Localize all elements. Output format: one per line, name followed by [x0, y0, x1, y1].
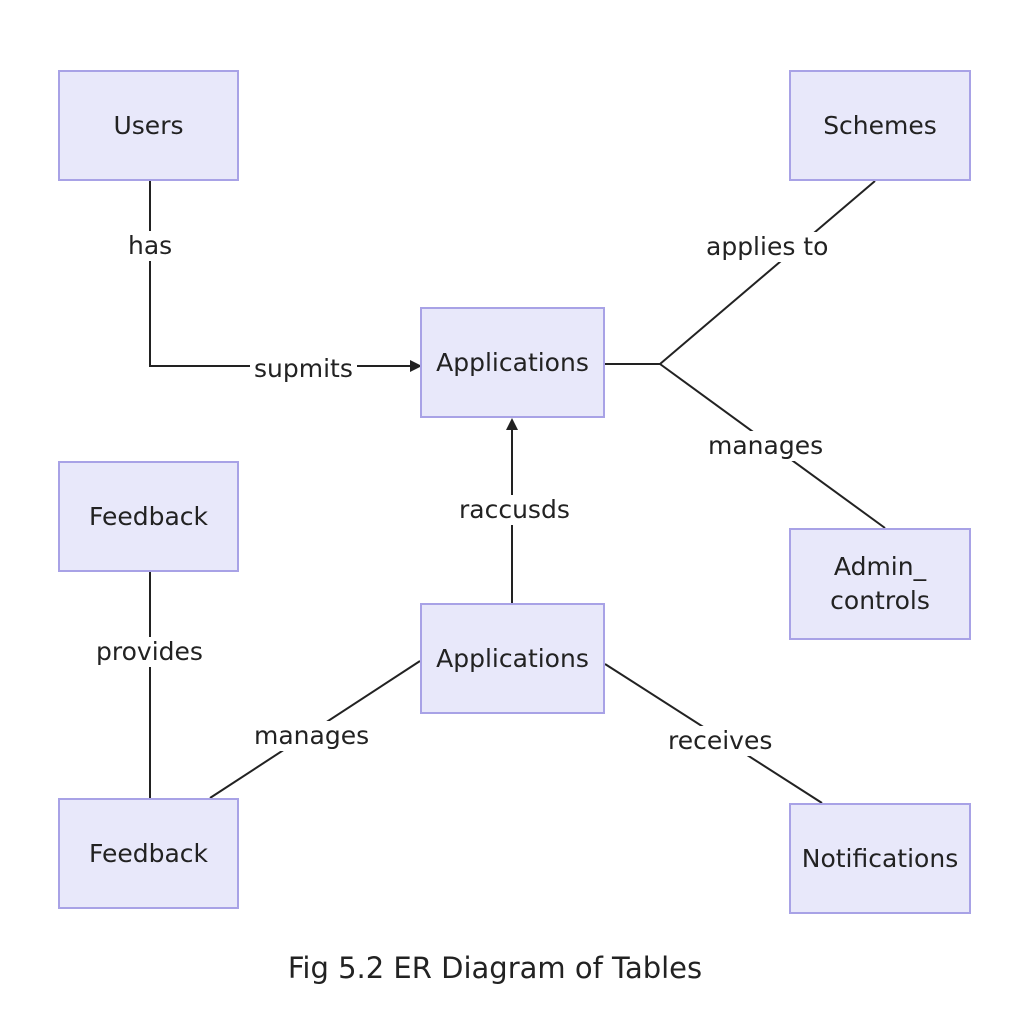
entity-applications-top: Applications: [420, 307, 605, 418]
connector-junction-schemes: [659, 180, 876, 365]
entity-feedback-top-label: Feedback: [88, 501, 209, 531]
relationship-label-manages-left: manages: [250, 721, 374, 751]
entity-applications-bottom: Applications: [420, 603, 605, 714]
connector-users-applications: [149, 181, 422, 372]
entity-feedback-top: Feedback: [58, 461, 239, 572]
entity-schemes: Schemes: [789, 70, 971, 181]
relationship-label-applies-to: applies to: [702, 232, 833, 262]
entity-feedback-bottom-label: Feedback: [88, 838, 209, 868]
figure-caption: Fig 5.2 ER Diagram of Tables: [287, 951, 703, 985]
entity-users-label: Users: [113, 110, 184, 140]
entity-admin-controls-label: Admin_ controls: [830, 552, 930, 615]
entity-applications-bottom-label: Applications: [436, 643, 589, 673]
relationship-label-raccusds: raccusds: [455, 495, 574, 525]
relationship-label-provides: provides: [92, 637, 207, 667]
entity-users: Users: [58, 70, 239, 181]
entity-feedback-bottom: Feedback: [58, 798, 239, 909]
relationship-label-receives: receives: [664, 726, 777, 756]
relationship-label-has: has: [124, 231, 177, 261]
relationship-label-supmits: supmits: [250, 354, 357, 384]
relationship-label-manages-right: manages: [704, 431, 828, 461]
entity-applications-top-label: Applications: [436, 347, 589, 377]
entity-notifications: Notifications: [789, 803, 971, 914]
entity-notifications-label: Notifications: [801, 843, 959, 873]
entity-admin-controls: Admin_ controls: [789, 528, 971, 640]
entity-schemes-label: Schemes: [823, 110, 937, 140]
